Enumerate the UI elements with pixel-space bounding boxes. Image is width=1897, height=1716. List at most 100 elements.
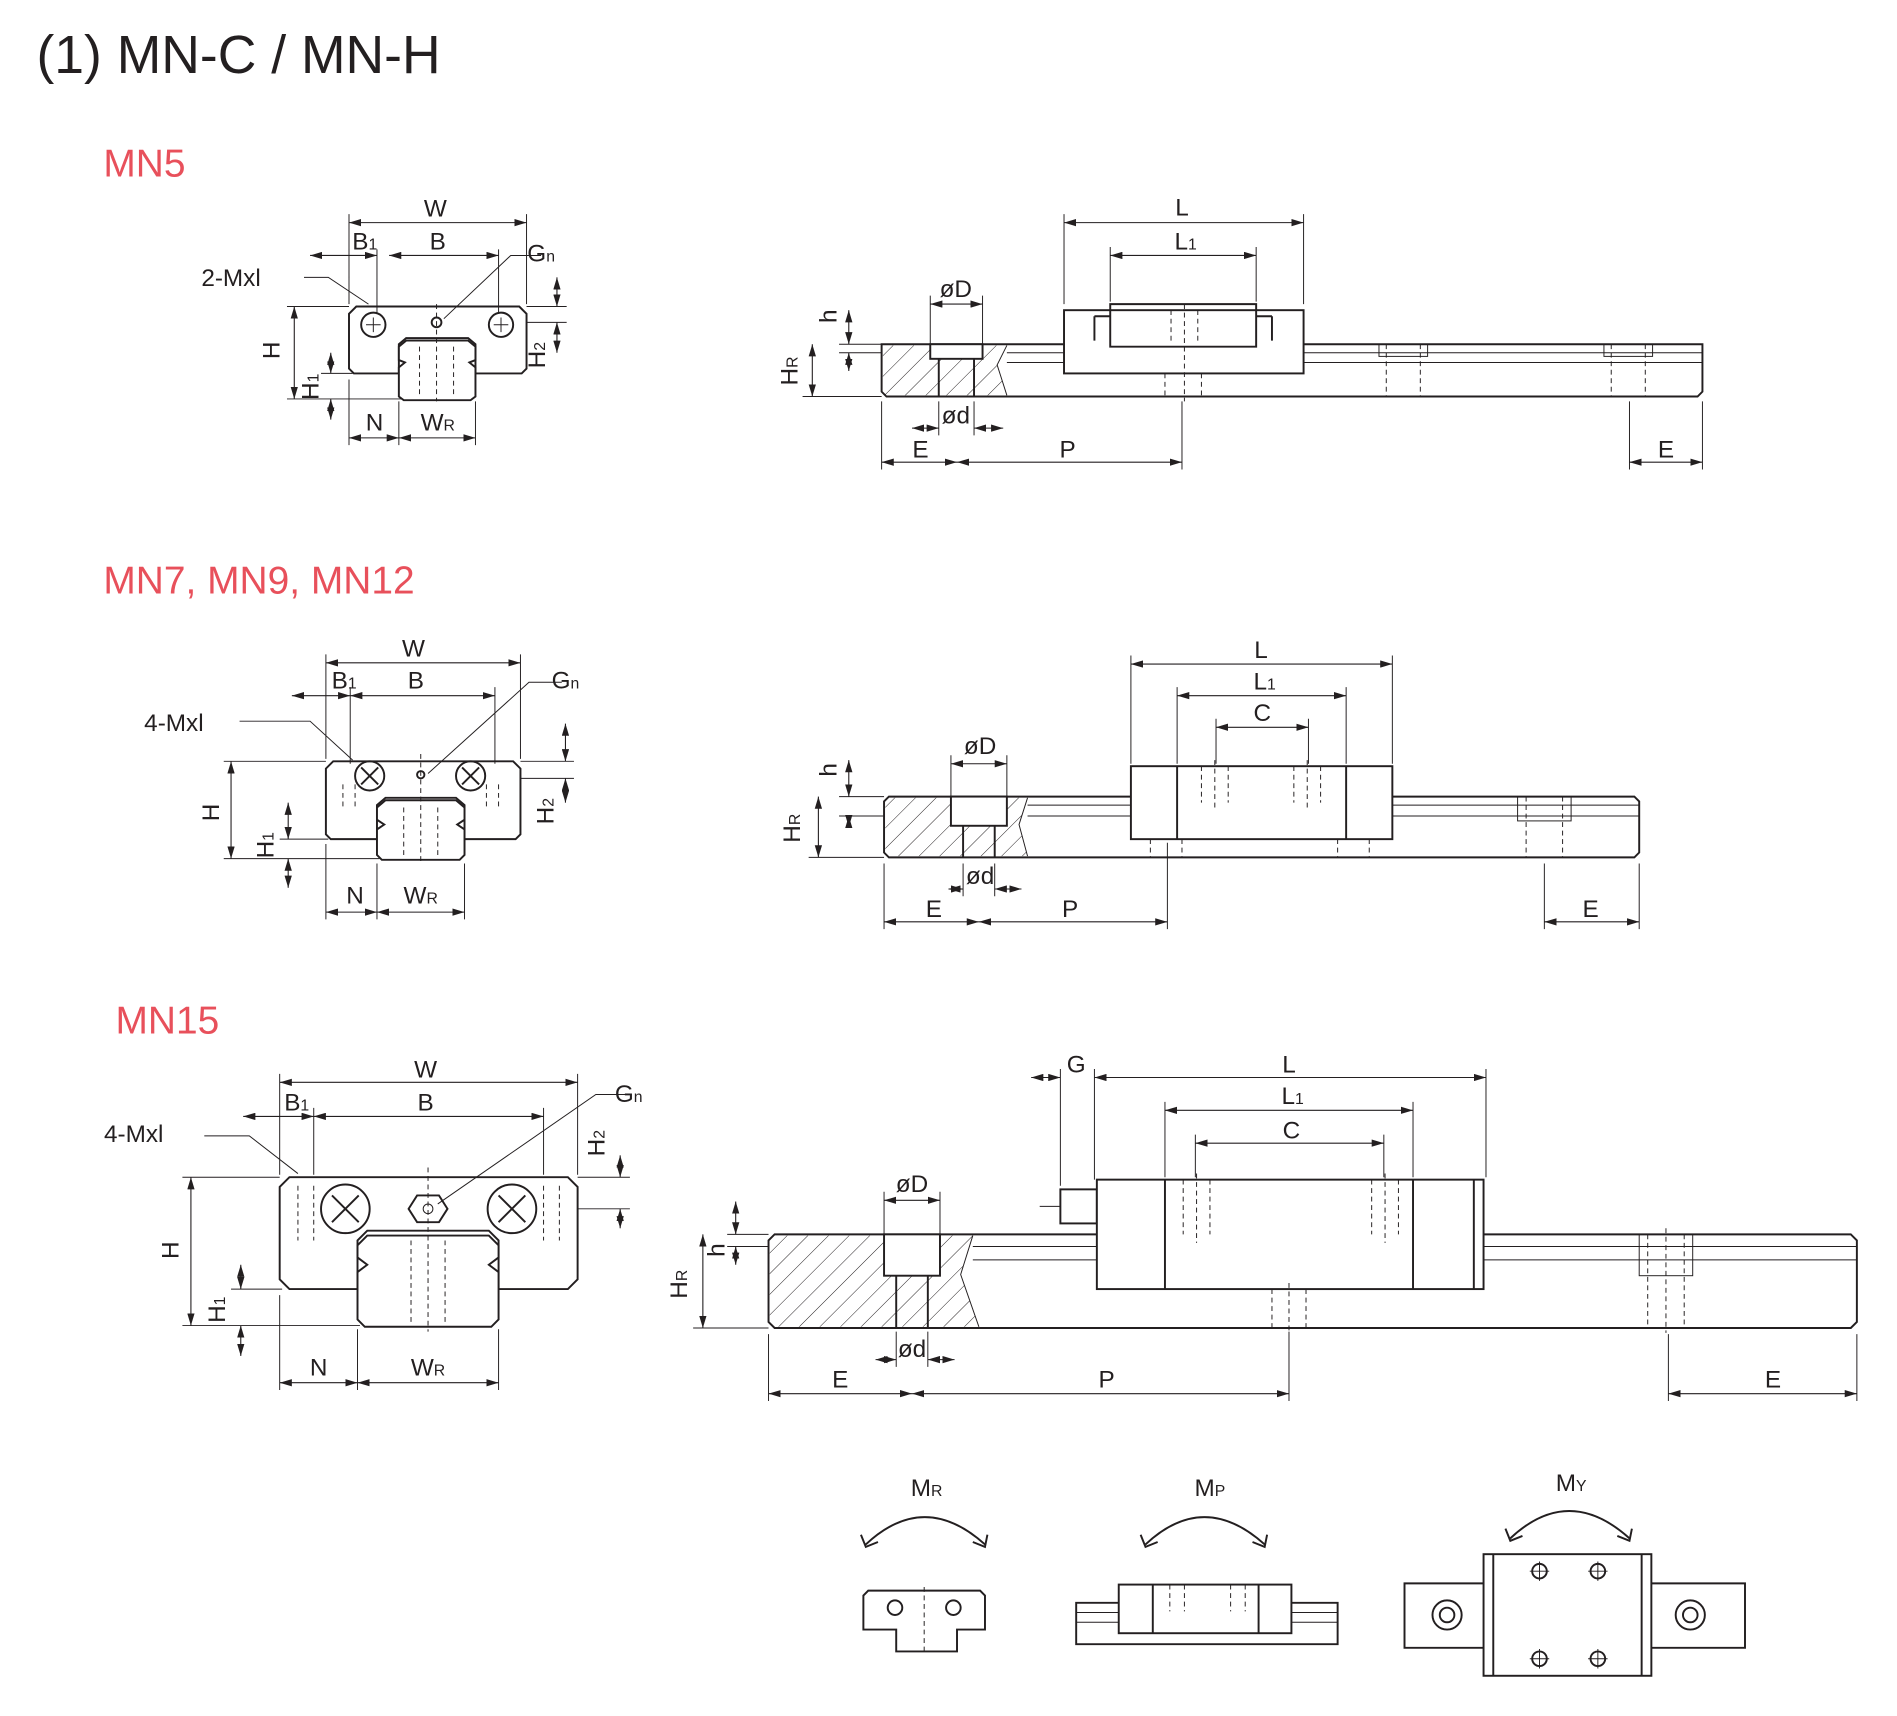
- extension-line: [286, 214, 567, 446]
- label-main: H: [158, 1241, 185, 1259]
- dimension-label-e: E: [926, 896, 942, 923]
- label-main: B: [332, 667, 348, 694]
- dimension-label-h: h: [704, 1243, 731, 1257]
- dimension-label-h1: H1: [298, 373, 325, 400]
- label-main: 4-Mxl: [104, 1121, 163, 1148]
- label-subscript: R: [427, 891, 438, 908]
- dimension-label-b: B: [430, 228, 446, 255]
- label-subscript: 1: [369, 236, 378, 253]
- dimension-label-e: E: [832, 1367, 848, 1394]
- label-main: øD: [964, 733, 996, 760]
- dimension-label-n: N: [366, 410, 384, 437]
- label-main: W: [404, 883, 427, 910]
- dimension-label-b1: B1: [332, 667, 357, 694]
- label-main: N: [346, 883, 364, 910]
- label-subscript: Y: [1576, 1478, 1587, 1495]
- extension-line: [223, 654, 574, 920]
- label-main: H: [253, 841, 280, 859]
- label-main: G: [615, 1081, 634, 1108]
- dimension-label-gn: Gn: [552, 667, 580, 694]
- label-main: E: [1658, 436, 1674, 463]
- label-main: 2-Mxl: [201, 265, 260, 292]
- label-main: ød: [942, 402, 970, 429]
- label-main: ød: [898, 1336, 926, 1363]
- dimension-label-d: ød: [898, 1336, 926, 1363]
- label-subscript: R: [785, 356, 802, 367]
- dimension-label-m4: 4-Mxl: [144, 710, 203, 737]
- section-title-mn7-mn9-mn12: MN7, MN9, MN12: [103, 560, 414, 603]
- dimension-label-wr: WR: [404, 883, 438, 910]
- moment-label-my: MY: [1556, 1470, 1587, 1497]
- label-main: B: [430, 228, 446, 255]
- label-main: M: [911, 1475, 931, 1502]
- label-subscript: R: [444, 418, 455, 435]
- label-subscript: 1: [306, 373, 323, 382]
- label-main: øD: [940, 276, 972, 303]
- label-subscript: 2: [591, 1130, 608, 1139]
- dimension-label-h: H: [198, 804, 225, 822]
- label-subscript: 2: [540, 798, 557, 807]
- label-subscript: 1: [1267, 677, 1276, 694]
- label-main: M: [1556, 1470, 1576, 1497]
- dimension-label-m2: 2-Mxl: [201, 265, 260, 292]
- label-subscript: R: [434, 1362, 445, 1379]
- dimension-label-h2: H2: [532, 798, 559, 824]
- dimension-label-l1: L1: [1281, 1083, 1304, 1110]
- label-main: H: [777, 368, 804, 386]
- extension-line: [182, 1073, 630, 1391]
- mn5-cross-section: [348, 304, 528, 402]
- section-title-mn15: MN15: [116, 1000, 220, 1043]
- dimension-label-b1: B1: [284, 1089, 309, 1116]
- dimension-label-c: C: [1283, 1117, 1301, 1144]
- label-main: W: [424, 196, 447, 223]
- label-main: H: [259, 342, 286, 360]
- label-main: N: [366, 410, 384, 437]
- dimension-label-d: øD: [964, 733, 996, 760]
- label-main: L: [1281, 1083, 1295, 1110]
- label-main: øD: [896, 1171, 928, 1198]
- dimension-label-h: h: [816, 309, 843, 323]
- dimension-label-gn: Gn: [527, 241, 555, 268]
- dimension-label-h1: H1: [204, 1296, 231, 1323]
- label-main: H: [583, 1139, 610, 1157]
- label-main: 4-Mxl: [144, 710, 203, 737]
- label-subscript: P: [1215, 1483, 1226, 1500]
- moment-pitch-icon: [1075, 1516, 1339, 1646]
- dimension-lines: [182, 214, 1858, 1401]
- dimension-label-d: øD: [896, 1171, 928, 1198]
- label-main: B: [284, 1089, 300, 1116]
- dimension-label-l: L: [1175, 194, 1189, 221]
- dimension-label-hr: HR: [666, 1270, 693, 1299]
- label-main: H: [779, 825, 806, 843]
- mn15-cross-section: [278, 1167, 579, 1332]
- label-main: N: [310, 1354, 328, 1381]
- dimension-label-w: W: [424, 196, 447, 223]
- dimension-label-b: B: [408, 667, 424, 694]
- dimension-label-l1: L1: [1174, 228, 1197, 255]
- label-subscript: 1: [261, 832, 278, 841]
- label-main: G: [527, 241, 546, 268]
- label-subscript: 1: [1295, 1091, 1304, 1108]
- label-main: ød: [966, 863, 994, 890]
- moment-label-mr: MR: [911, 1475, 943, 1502]
- label-main: W: [421, 410, 444, 437]
- section-title-mn5: MN5: [103, 142, 185, 185]
- mn5-side-view: [880, 303, 1704, 402]
- label-main: E: [1582, 896, 1598, 923]
- dimension-label-h: H: [158, 1241, 185, 1259]
- dimension-label-n: N: [310, 1354, 328, 1381]
- label-main: H: [524, 351, 551, 369]
- label-subscript: R: [931, 1483, 942, 1500]
- dimension-label-p: P: [1098, 1367, 1114, 1394]
- dimension-label-p: P: [1062, 896, 1078, 923]
- dimension-label-h1: H1: [253, 832, 280, 859]
- dimension-label-e: E: [912, 436, 928, 463]
- dimension-label-b: B: [417, 1089, 433, 1116]
- dimension-label-wr: WR: [421, 410, 455, 437]
- label-main: H: [198, 804, 225, 822]
- mn7-side-view: [883, 760, 1641, 859]
- label-main: P: [1060, 436, 1076, 463]
- label-main: L: [1282, 1052, 1296, 1079]
- mn7-cross-section: [324, 754, 522, 864]
